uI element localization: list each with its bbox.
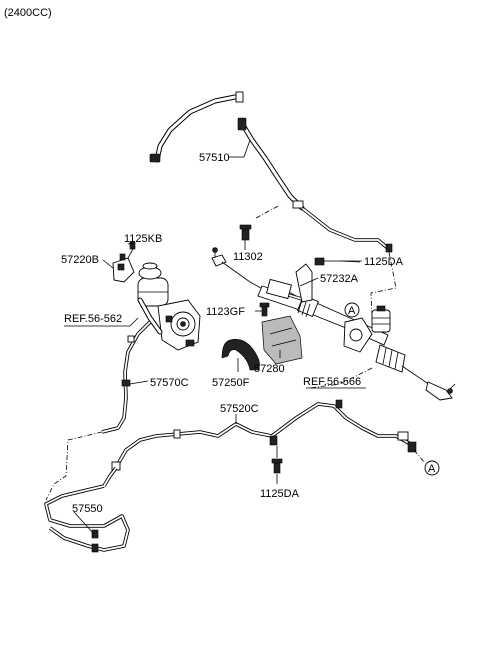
- label-57232a: 57232A: [320, 273, 359, 285]
- bolt-1125da-bottom: [271, 446, 283, 474]
- pressure-hose-57510: [149, 91, 393, 253]
- pump-reservoir-assembly: [112, 253, 201, 351]
- label-57220b: 57220B: [61, 254, 99, 266]
- marker-a-bottom: A: [424, 460, 440, 476]
- marker-a-bottom-leader: [413, 449, 425, 463]
- heat-protector-57280: [261, 315, 303, 365]
- engine-variant-title: (2400CC): [4, 7, 52, 19]
- hose-connection-leader: [45, 431, 103, 501]
- ref-56-566-leader: [309, 367, 373, 389]
- label-57250f: 57250F: [212, 377, 250, 389]
- label-11302: 11302: [233, 251, 263, 263]
- steering-gear-rack: A: [211, 247, 456, 401]
- return-tube-57520c: [111, 399, 417, 471]
- label-57520c: 57520C: [220, 403, 259, 415]
- label-1125kb: 1125KB: [124, 233, 162, 245]
- bolt-1125kb: [127, 241, 136, 259]
- cooler-tube-57550: [44, 466, 130, 553]
- label-ref-56-562: REF.56-562: [64, 313, 122, 325]
- label-1125da-bottom: 1125DA: [260, 488, 300, 500]
- label-1123gf: 1123GF: [206, 306, 245, 318]
- svg-text:A: A: [428, 463, 436, 475]
- boot-57250f: [221, 339, 260, 371]
- marker-a-top: A: [348, 305, 356, 317]
- bolt-1125da-top: [314, 257, 361, 266]
- label-57570c: 57570C: [150, 377, 189, 389]
- label-1125da-top: 1125DA: [364, 256, 404, 268]
- return-hose-57570c: [101, 320, 152, 434]
- bolt-11302: [239, 204, 281, 241]
- label-57510: 57510: [199, 152, 230, 164]
- label-57550: 57550: [72, 503, 103, 515]
- label-ref-56-566: REF.56-566: [303, 376, 361, 388]
- hose-to-rack-leader: [370, 251, 397, 317]
- bolt-1123gf: [259, 302, 270, 317]
- leader-lines: [64, 139, 366, 535]
- label-57280: 57280: [254, 363, 285, 375]
